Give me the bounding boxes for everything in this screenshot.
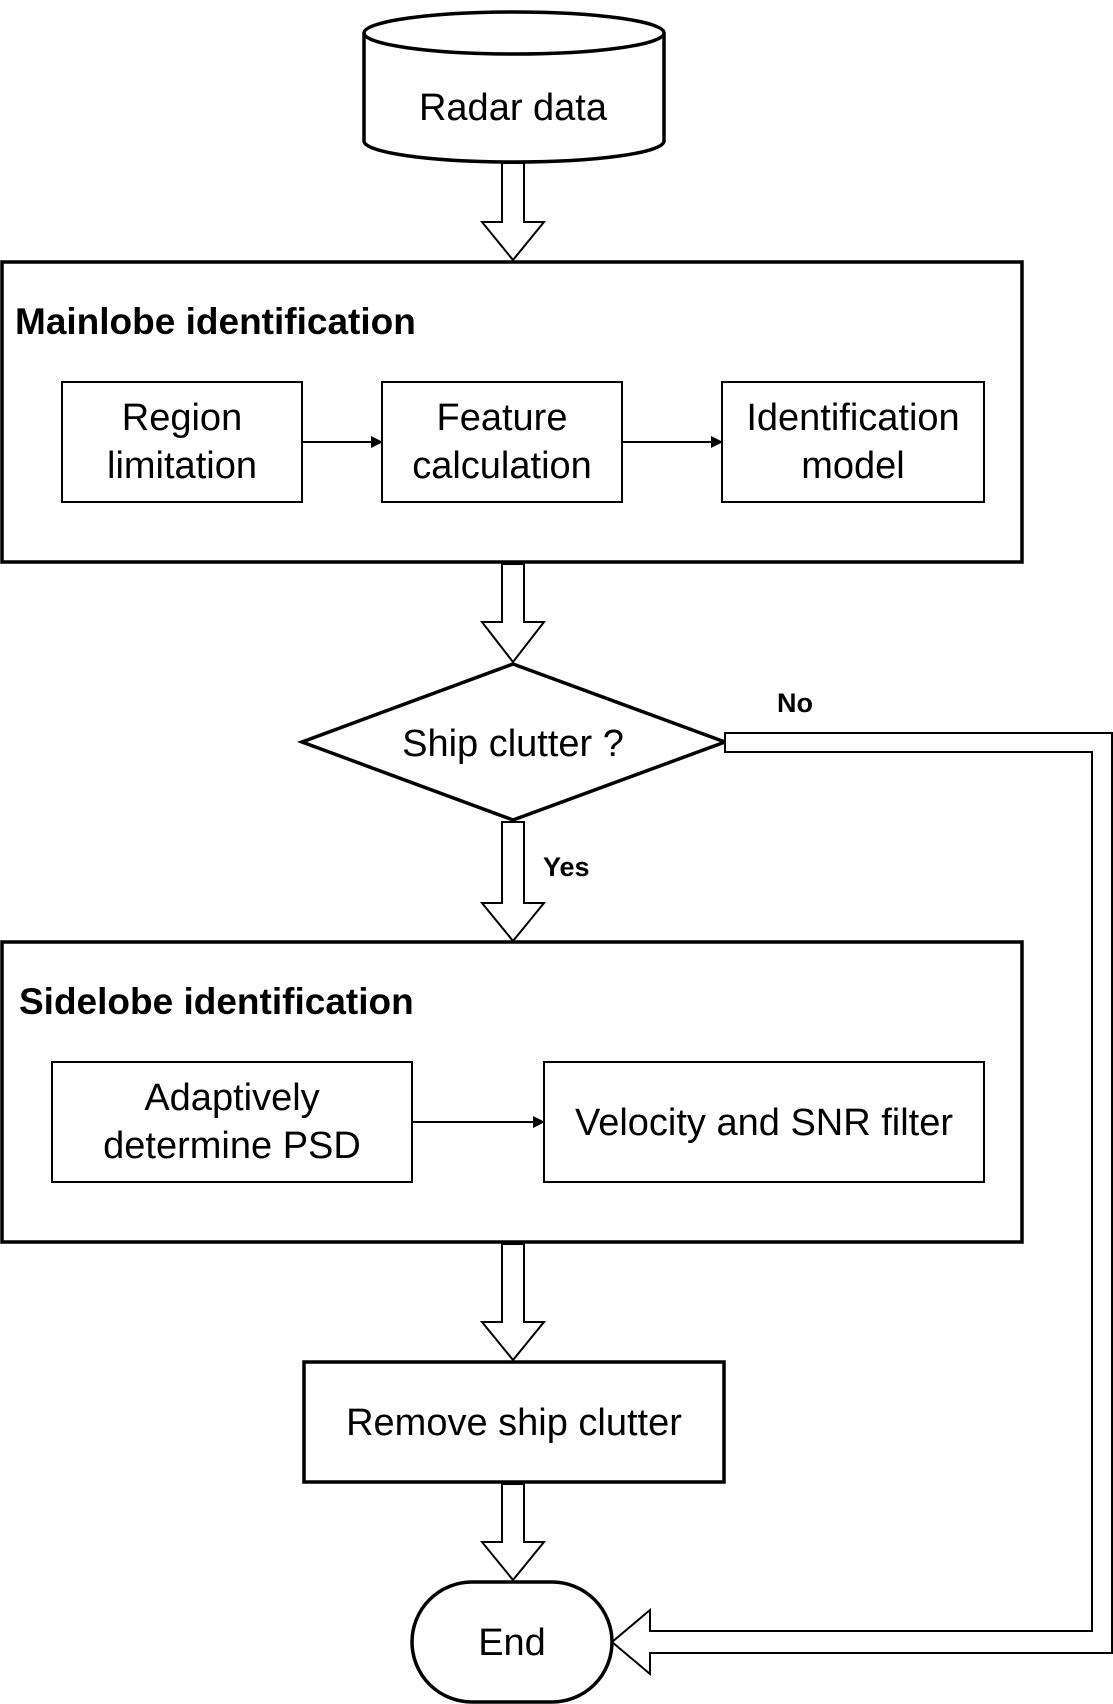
adaptive-psd-line-2: determine PSD [103, 1125, 361, 1167]
velocity-snr-label: Velocity and SNR filter [575, 1102, 953, 1144]
mainlobe-group: Mainlobe identification Region limitatio… [0, 260, 1024, 564]
radar-data-label: Radar data [419, 87, 608, 129]
velocity-snr-box [543, 1061, 985, 1183]
region-limitation-box [61, 381, 303, 503]
no-edge-label: No [777, 688, 813, 718]
end-terminator [410, 1580, 614, 1704]
identification-model-line-2: model [801, 445, 905, 487]
mainlobe-title: Mainlobe identification [15, 301, 416, 342]
decision-label: Ship clutter ? [402, 723, 624, 765]
end-node: End [410, 1580, 614, 1704]
identification-model-line-1: Identification [746, 397, 959, 439]
radar-data-node: Radar data [362, 10, 666, 164]
end-label: End [478, 1622, 546, 1664]
decision-diamond [296, 662, 731, 822]
sidelobe-group: Sidelobe identification Adaptively deter… [0, 940, 1024, 1244]
flow-arrow-no-to-end [610, 732, 1113, 1677]
decision-node: Ship clutter ? [296, 662, 731, 822]
flow-arrow-remove-to-end [479, 1483, 547, 1582]
region-limitation-line-2: limitation [107, 445, 257, 487]
remove-label: Remove ship clutter [346, 1402, 682, 1444]
remove-node: Remove ship clutter [302, 1360, 726, 1484]
flow-arrow-yes-to-sidelobe [479, 821, 547, 943]
feature-calculation-box [381, 381, 623, 503]
region-limitation-line-1: Region [122, 397, 242, 439]
flow-arrow-radar-to-mainlobe [479, 162, 547, 262]
adaptive-psd-box [51, 1061, 413, 1183]
feature-calculation-line-1: Feature [437, 397, 568, 439]
yes-edge-label: Yes [543, 852, 590, 882]
identification-model-box [721, 381, 985, 503]
sidelobe-title: Sidelobe identification [19, 981, 414, 1022]
flow-arrow-sidelobe-to-remove [479, 1243, 547, 1362]
adaptive-psd-line-1: Adaptively [144, 1077, 319, 1119]
remove-box [302, 1360, 726, 1484]
feature-calculation-line-2: calculation [412, 445, 592, 487]
flow-arrow-mainlobe-to-decision [479, 563, 547, 664]
radar-data-cylinder-rim [362, 32, 666, 56]
